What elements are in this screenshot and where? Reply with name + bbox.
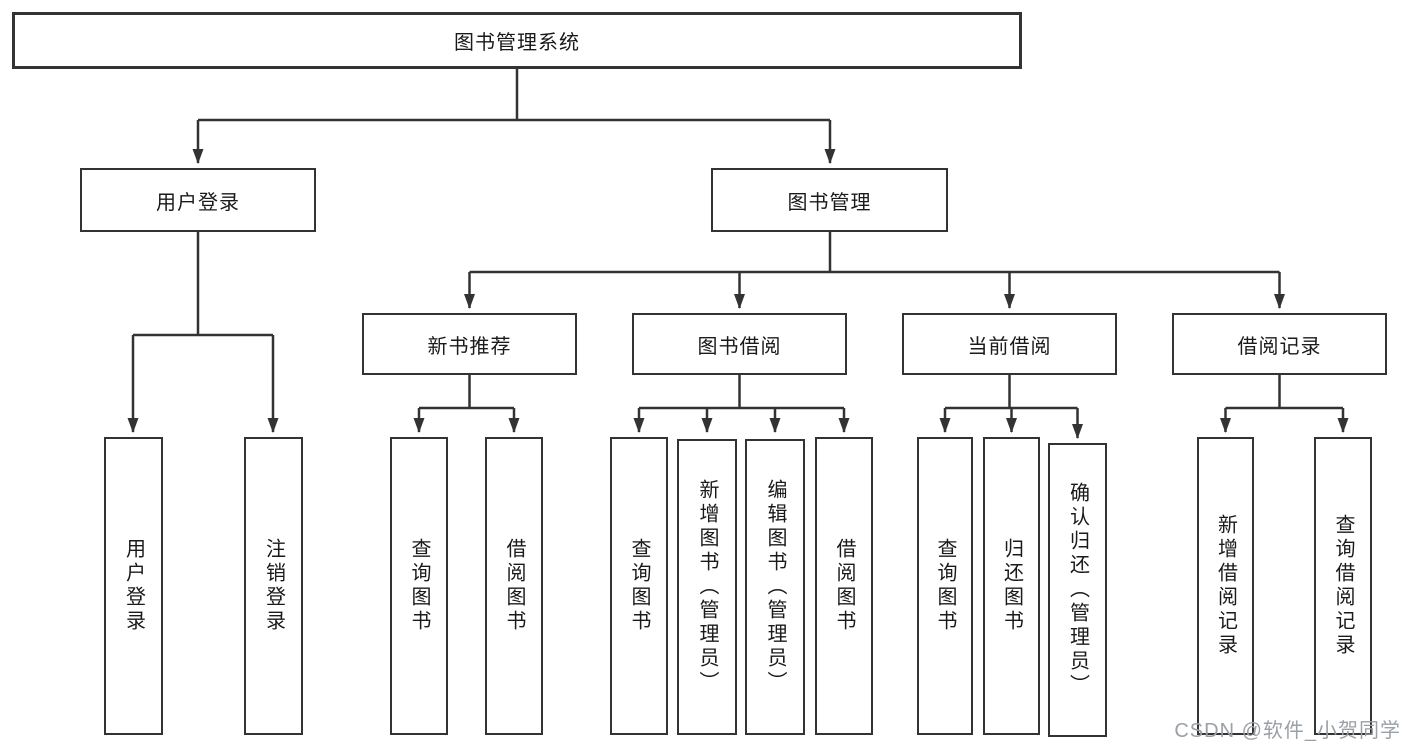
leaf-edit-book-admin: 编辑图书（管理员） — [745, 439, 805, 735]
leaf-logout: 注销登录 — [244, 437, 303, 735]
watermark: CSDN @软件_小贺同学 — [1174, 720, 1401, 742]
leaf-add-borrow-record: 新增借阅记录 — [1197, 437, 1254, 735]
node-book-management-system: 图书管理系统 — [12, 12, 1022, 69]
wire-book-management-rail — [469, 232, 1280, 274]
leaf-confirm-return-admin: 确认归还（管理员） — [1048, 443, 1107, 737]
leaf-return-book: 归还图书 — [983, 437, 1040, 735]
node-new-book-recommend: 新书推荐 — [362, 313, 577, 375]
leaf-borrow-books: 借阅图书 — [815, 437, 873, 735]
node-book-borrowing: 图书借阅 — [632, 313, 847, 375]
wire-current-borrowing-rail — [945, 375, 1078, 410]
node-book-management: 图书管理 — [711, 168, 948, 232]
leaf-user-login: 用户登录 — [104, 437, 163, 735]
leaf-query-books: 查询图书 — [610, 437, 668, 735]
wire-book-borrowing-rail — [639, 375, 844, 410]
wire-new-book-rail — [419, 375, 514, 410]
node-borrowing-records: 借阅记录 — [1172, 313, 1387, 375]
leaf-query-borrow-record: 查询借阅记录 — [1314, 437, 1372, 735]
leaf-query-books: 查询图书 — [390, 437, 448, 735]
wire-user-login-rail — [133, 232, 273, 337]
leaf-add-book-admin: 新增图书（管理员） — [677, 439, 737, 735]
wire-root-rail — [198, 69, 830, 122]
leaf-query-books: 查询图书 — [917, 437, 973, 735]
wire-borrowing-records-rail — [1225, 375, 1343, 410]
node-current-borrowing: 当前借阅 — [902, 313, 1117, 375]
node-user-login: 用户登录 — [80, 168, 316, 232]
leaf-borrow-books: 借阅图书 — [485, 437, 543, 735]
